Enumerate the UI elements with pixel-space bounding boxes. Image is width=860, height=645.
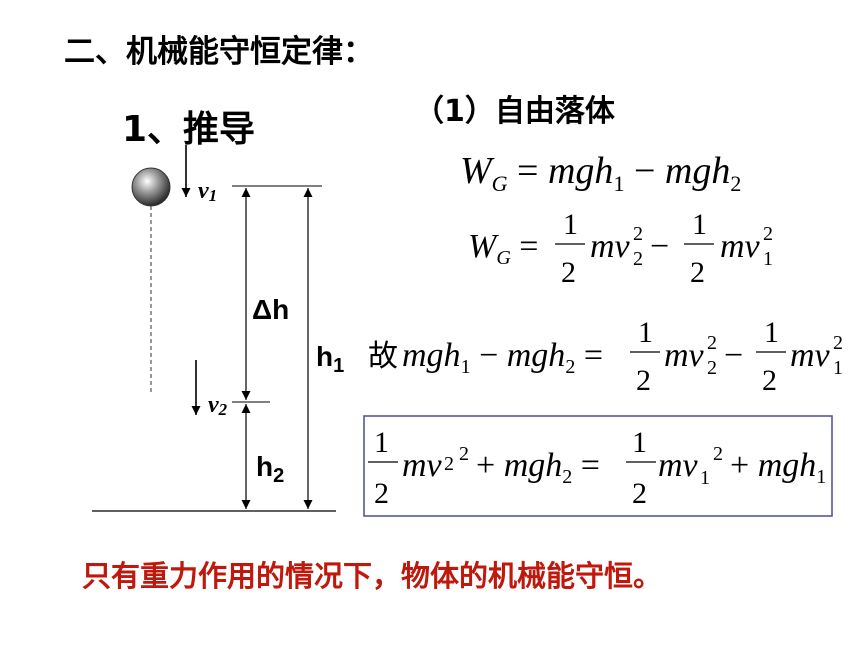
svg-text:+ mgh2 =: + mgh2 = — [476, 447, 600, 488]
svg-text:2: 2 — [707, 357, 717, 379]
derivation-title: 1、推导 — [122, 109, 256, 150]
svg-text:mgh1 − mgh2 =: mgh1 − mgh2 = — [402, 337, 603, 378]
svg-text:2: 2 — [707, 332, 717, 354]
svg-text:mv: mv — [590, 228, 631, 265]
svg-text:2: 2 — [444, 453, 454, 475]
svg-text:mv: mv — [720, 228, 761, 265]
svg-text:mv: mv — [664, 337, 705, 374]
svg-text:1: 1 — [563, 208, 578, 241]
svg-text:1: 1 — [692, 208, 707, 241]
svg-text:2: 2 — [632, 477, 647, 510]
svg-text:−: − — [724, 337, 743, 374]
v1-label: v1 — [198, 178, 217, 205]
svg-text:2: 2 — [374, 477, 389, 510]
ball — [131, 167, 171, 207]
svg-text:mv: mv — [402, 447, 443, 484]
delta-h-label: Δh — [252, 294, 289, 325]
svg-text:1: 1 — [632, 426, 647, 459]
free-fall-title: （1）自由落体 — [414, 94, 615, 129]
svg-text:1: 1 — [833, 357, 843, 379]
section-heading: 二、机械能守恒定律： — [64, 34, 374, 70]
equation-3: 故 mgh1 − mgh2 = 1 2 mv 2 2 − 1 2 mv 2 1 — [368, 316, 843, 397]
v2-label: v2 — [208, 392, 228, 419]
svg-text:+ mgh1: + mgh1 — [730, 447, 826, 488]
svg-text:2: 2 — [833, 332, 843, 354]
equation-2: WG = 1 2 mv 2 2 − 1 2 mv 2 1 — [468, 208, 773, 289]
svg-text:WG =: WG = — [468, 228, 538, 269]
svg-text:故: 故 — [368, 340, 398, 373]
svg-text:2: 2 — [633, 223, 643, 245]
conclusion-text: 只有重力作用的情况下，物体的机械能守恒。 — [82, 559, 663, 593]
svg-text:2: 2 — [690, 256, 705, 289]
equation-4: 1 2 mv 2 2 + mgh2 = 1 2 mv 1 2 + mgh1 — [368, 426, 826, 510]
h1-label: h1 — [316, 341, 344, 377]
svg-text:2: 2 — [762, 364, 777, 397]
svg-text:WG = mgh1 − mgh2: WG = mgh1 − mgh2 — [460, 150, 741, 196]
conservation-equation-box — [363, 415, 833, 517]
svg-text:2: 2 — [636, 364, 651, 397]
h2-label: h2 — [256, 451, 284, 487]
svg-text:2: 2 — [763, 223, 773, 245]
svg-text:1: 1 — [700, 467, 710, 489]
svg-text:2: 2 — [459, 443, 469, 465]
svg-text:1: 1 — [764, 316, 779, 349]
svg-text:2: 2 — [561, 256, 576, 289]
svg-text:2: 2 — [633, 248, 643, 270]
svg-text:2: 2 — [713, 443, 723, 465]
svg-text:mv: mv — [658, 447, 699, 484]
svg-text:1: 1 — [638, 316, 653, 349]
svg-text:1: 1 — [763, 248, 773, 270]
svg-text:1: 1 — [374, 426, 389, 459]
svg-text:mv: mv — [790, 337, 831, 374]
svg-text:−: − — [650, 228, 669, 265]
equation-1: WG = mgh1 − mgh2 — [460, 150, 741, 196]
